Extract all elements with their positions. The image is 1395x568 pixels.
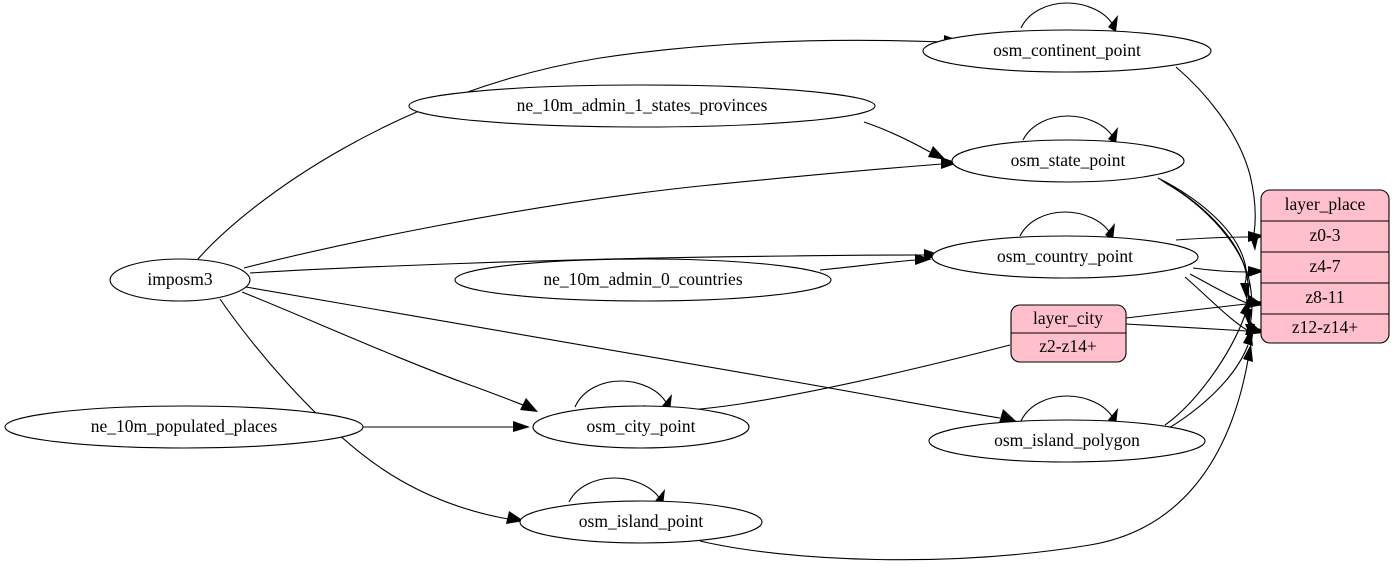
node-ne-populated-label: ne_10m_populated_places [91, 416, 278, 436]
node-osm-continent-point[interactable]: osm_continent_point [922, 29, 1212, 73]
node-osm-island-point-label: osm_island_point [579, 511, 704, 531]
node-imposm3[interactable]: imposm3 [109, 258, 251, 302]
arrowhead-country-z0-3 [1248, 231, 1265, 242]
node-layer-city[interactable]: layer_city z2-z14+ [1010, 304, 1127, 363]
edge-country-to-layer-place-z0-3 [1175, 236, 1249, 241]
layer-place-row-z8-11-label: z8-11 [1305, 287, 1344, 307]
arrowhead-imposm3-state [941, 157, 958, 169]
edge-country-to-layer-place-z8-11 [1189, 273, 1248, 304]
arrowhead-continent-self [1108, 15, 1118, 32]
node-ne-countries-label: ne_10m_admin_0_countries [543, 269, 742, 289]
edge-ne-states-to-osm-state-point [863, 121, 931, 153]
arrowhead-state-self [1108, 127, 1118, 144]
edge-layer-city-to-layer-place-z12-z14 [1125, 323, 1248, 332]
node-layer-place[interactable]: layer_place z0-3 z4-7 z8-11 z12-z14+ [1260, 189, 1390, 344]
edge-imposm3-to-osm-city-point [241, 291, 524, 406]
layer-place-header-label: layer_place [1285, 194, 1366, 214]
node-osm-state-point-shape[interactable] [951, 139, 1185, 183]
edge-state-to-layer-place-z12-z14 [1163, 181, 1253, 326]
node-osm-island-polygon[interactable]: osm_island_polygon [928, 419, 1206, 463]
arrowhead-ne-countries-country [915, 254, 932, 265]
edge-osm-city-point-self-loop [574, 380, 668, 408]
node-osm-continent-point-label: osm_continent_point [993, 40, 1141, 60]
layer-city-row-z2-z14-label: z2-z14+ [1039, 336, 1097, 356]
node-ne-states-shape[interactable] [408, 84, 876, 128]
node-osm-city-point-label: osm_city_point [587, 416, 696, 436]
node-osm-country-point-shape[interactable] [931, 235, 1199, 279]
edge-imposm3-to-osm-island-polygon [245, 286, 1001, 419]
edge-osm-state-point-self-loop [1022, 115, 1114, 141]
edge-country-to-layer-place-z12-z14 [1184, 276, 1248, 331]
edge-osm-country-point-self-loop [1019, 211, 1111, 237]
arrowhead-ne-states-state [928, 146, 946, 160]
arrowhead-ne-populated-city [513, 421, 530, 432]
node-ne-populated-shape[interactable] [4, 405, 364, 449]
arrowhead-country-self [1105, 223, 1115, 240]
edge-island-polygon-to-layer-place-z8-11 [1164, 314, 1246, 426]
node-osm-island-point-shape[interactable] [519, 500, 763, 544]
arrowhead-island-point-z12-z14 [1243, 344, 1253, 362]
arrowhead-imposm3-city [520, 398, 538, 412]
arrowhead-country-z4-7 [1248, 266, 1265, 277]
edge-island-point-to-layer-place-z12-z14 [699, 359, 1249, 561]
edge-imposm3-to-osm-country-point [249, 254, 926, 274]
node-osm-island-polygon-label: osm_island_polygon [994, 430, 1140, 450]
node-ne-10m-admin-0-countries[interactable]: ne_10m_admin_0_countries [454, 258, 832, 302]
node-ne-countries-shape[interactable] [454, 258, 832, 302]
edge-osm-continent-point-self-loop [1020, 2, 1114, 29]
edge-country-to-layer-place-z4-7 [1192, 267, 1249, 273]
node-osm-island-polygon-shape[interactable] [928, 419, 1206, 463]
node-ne-10m-populated-places[interactable]: ne_10m_populated_places [4, 405, 364, 449]
edge-imposm3-to-osm-state-point [243, 163, 943, 269]
edge-osm-island-polygon-self-loop [1020, 395, 1114, 422]
layer-place-row-z0-3-label: z0-3 [1309, 225, 1340, 245]
edge-ne-countries-to-osm-country-point [819, 259, 916, 271]
node-imposm3-label: imposm3 [147, 269, 212, 289]
edge-layer-city-to-osm-city-point [644, 344, 1011, 413]
node-imposm3-shape[interactable] [109, 258, 251, 302]
edge-imposm3-to-osm-island-point [219, 298, 509, 520]
arrowhead-imposm3-island-polygon [999, 409, 1016, 423]
node-ne-states-label: ne_10m_admin_1_states_provinces [517, 95, 768, 115]
edge-island-polygon-to-layer-place-z12-z14 [1168, 344, 1249, 429]
node-osm-country-point-label: osm_country_point [997, 246, 1133, 266]
edge-imposm3-to-osm-continent-point [197, 39, 946, 260]
node-osm-city-point[interactable]: osm_city_point [532, 405, 750, 449]
edge-osm-island-point-self-loop [568, 477, 661, 503]
arrowhead-city-z8-11 [1246, 299, 1264, 309]
node-osm-state-point-label: osm_state_point [1011, 150, 1126, 170]
node-osm-continent-point-shape[interactable] [922, 29, 1212, 73]
node-ne-10m-admin-1-states-provinces[interactable]: ne_10m_admin_1_states_provinces [408, 84, 876, 128]
node-layer-place-shape[interactable] [1260, 189, 1390, 344]
layer-place-row-z12-z14-label: z12-z14+ [1292, 317, 1358, 337]
node-osm-state-point[interactable]: osm_state_point [951, 139, 1185, 183]
node-osm-country-point[interactable]: osm_country_point [931, 235, 1199, 279]
edge-layer-city-to-layer-place-z8-11 [1125, 303, 1247, 319]
node-osm-island-point[interactable]: osm_island_point [519, 500, 763, 544]
arrowhead-island-polygon-z12-z14 [1243, 328, 1253, 346]
layer-city-header-label: layer_city [1033, 308, 1103, 328]
layer-place-row-z4-7-label: z4-7 [1309, 256, 1340, 276]
node-osm-city-point-shape[interactable] [532, 405, 750, 449]
arrowhead-island-polygon-z8-11 [1240, 299, 1250, 317]
arrowhead-imposm3-island-point [506, 511, 524, 524]
arrowhead-state-z4-7 [1240, 283, 1250, 300]
edge-continent-to-layer-place-z0-3 [1175, 66, 1256, 235]
